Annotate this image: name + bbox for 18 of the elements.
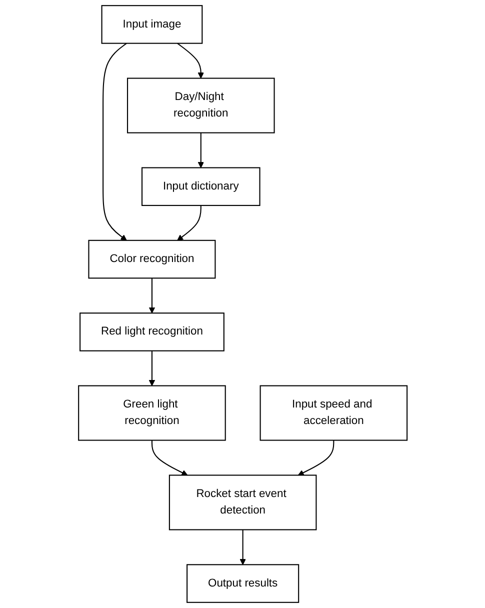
arrow [148, 278, 155, 314]
node-box: Day/Night recognition [126, 78, 274, 134]
node-box: Input speed and acceleration [259, 385, 408, 441]
arrow [148, 350, 155, 386]
arrow [176, 205, 202, 241]
node-box: Color recognition [88, 240, 216, 279]
node-box: Green light recognition [78, 385, 226, 441]
arrow [298, 440, 334, 476]
node-box: Input dictionary [141, 167, 260, 206]
arrow [102, 42, 127, 241]
arrow [197, 132, 204, 168]
node-box: Rocket start event detection [168, 474, 316, 530]
node-box: Output results [186, 564, 299, 603]
arrow [176, 42, 204, 79]
node-box: Red light recognition [79, 312, 224, 352]
node-box: Input image [100, 5, 202, 44]
arrow [151, 440, 188, 476]
arrow [239, 530, 246, 565]
